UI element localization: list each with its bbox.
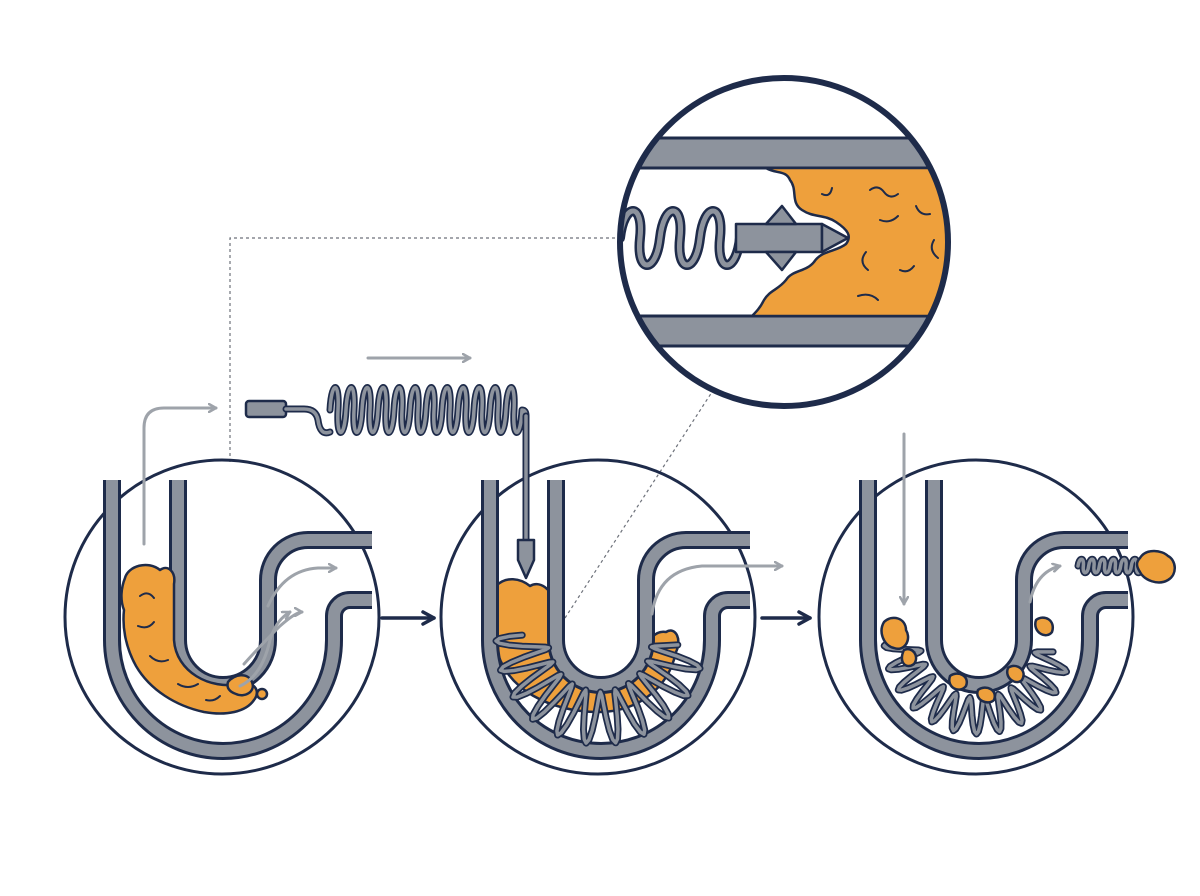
debris-pieces (880, 616, 1055, 704)
clog-1 (120, 563, 259, 715)
flow-arrow-blocked-2 (242, 612, 304, 666)
magnified-detail (617, 75, 951, 409)
zoom-auger-shaft (734, 222, 824, 254)
step-3-frame (817, 458, 1135, 776)
drain-auger (244, 384, 704, 747)
step-2-frame (439, 458, 757, 776)
callout-leader-lines (229, 237, 713, 619)
zoom-auger-tip (820, 222, 850, 254)
zoom-clog (750, 166, 948, 318)
flow-arrow-blocked-1 (238, 610, 292, 688)
flow-arrow-out-3 (1028, 566, 1062, 604)
step-2-auger-inserted (244, 358, 784, 776)
auger-cable-lead (282, 405, 334, 437)
flow-arrow-out-1 (266, 568, 338, 608)
step-3-clog-removed (817, 432, 1176, 776)
auger-handle (244, 399, 288, 419)
magnifier-ring (617, 75, 951, 409)
auger-tip (516, 538, 536, 580)
leader-line-left (229, 237, 640, 462)
step-1-clogged-trap (63, 408, 381, 776)
p-trap-pipe-2 (481, 480, 750, 760)
removed-clog (1135, 549, 1176, 584)
flow-arrow-in (142, 408, 218, 546)
step-1-frame (63, 458, 381, 776)
leader-line-right (564, 391, 713, 619)
flow-arrow-out-2 (650, 566, 784, 616)
